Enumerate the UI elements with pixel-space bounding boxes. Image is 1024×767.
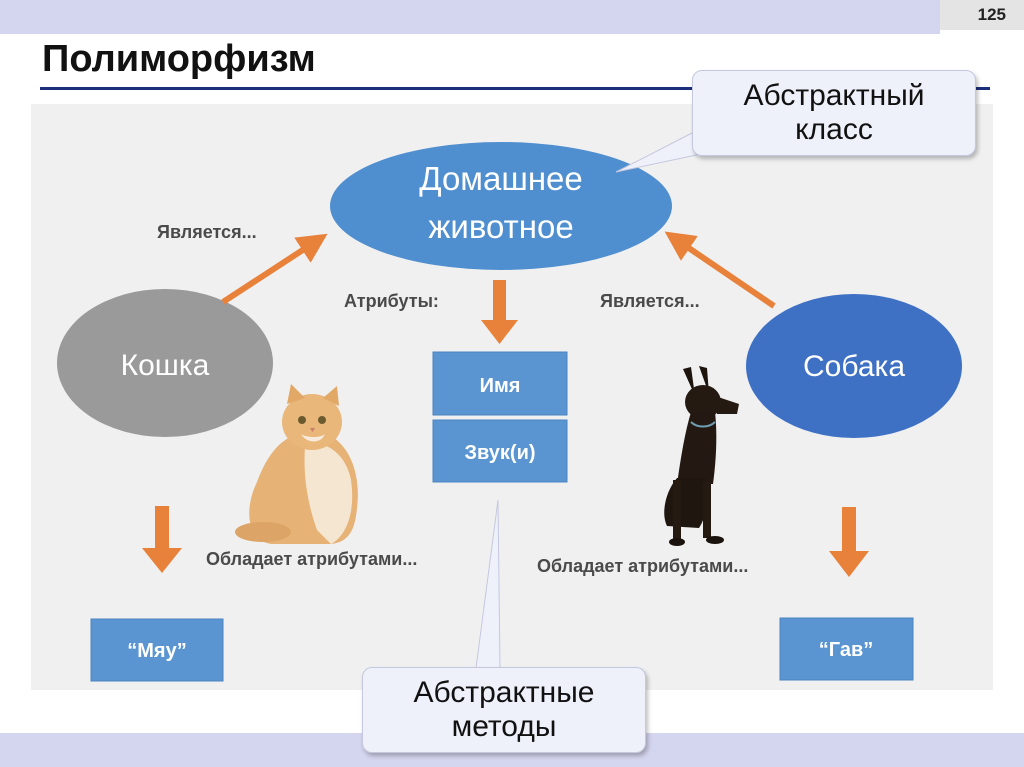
abstract-class-line2: класс: [795, 113, 873, 146]
dog-down-arrow-shaft: [842, 507, 856, 553]
attribute-box-name: [432, 351, 568, 416]
dog-node: [746, 294, 962, 438]
cat-down-arrow-head: [142, 548, 182, 573]
is-a-arrow-right: [664, 231, 776, 309]
dog-node-label: Собака: [803, 350, 905, 383]
cat-sound-label: “Мяу”: [127, 640, 186, 662]
is-a-label-right: Является...: [600, 291, 700, 311]
is-a-label-left: Является...: [157, 222, 257, 242]
cat-image: [235, 384, 358, 544]
cat-node: [57, 289, 273, 437]
page-number: 125: [940, 0, 1024, 30]
slide-title: Полиморфизм: [42, 38, 316, 80]
attributes-arrow-head: [481, 320, 518, 344]
has-attrs-label-left: Обладает атрибутами...: [206, 549, 417, 569]
attribute-sound-label: Звук(и): [464, 442, 535, 464]
dog-sound-box: [779, 617, 914, 681]
abstract-methods-line2: методы: [451, 710, 557, 743]
cat-sound-box: [90, 618, 224, 682]
abstract-methods-callout: Абстрактные методы: [362, 667, 646, 753]
dog-sound-label: “Гав”: [819, 639, 874, 661]
attributes-label: Атрибуты:: [344, 291, 439, 311]
dog-image: [664, 366, 739, 546]
is-a-arrow-left: [221, 233, 328, 305]
abstract-class-callout: Абстрактный класс: [692, 70, 976, 156]
parent-node-line1: Домашнее: [419, 160, 583, 197]
parent-node: [330, 142, 672, 270]
abstract-methods-line1: Абстрактные: [413, 676, 595, 709]
attribute-box-sound: [432, 419, 568, 483]
abstract-methods-pointer: [475, 499, 501, 669]
diagram-panel: Домашнее животное Кошка Собака Является.…: [31, 104, 993, 690]
parent-node-line2: животное: [428, 208, 573, 245]
attribute-name-label: Имя: [480, 375, 521, 397]
title-rule: [40, 87, 990, 90]
cat-down-arrow-shaft: [155, 506, 169, 550]
has-attrs-label-right: Обладает атрибутами...: [537, 556, 748, 576]
attributes-arrow-shaft: [493, 280, 506, 322]
dog-down-arrow-head: [829, 551, 869, 577]
cat-node-label: Кошка: [121, 349, 210, 382]
abstract-class-line1: Абстрактный: [743, 79, 925, 112]
top-band: [0, 0, 940, 34]
